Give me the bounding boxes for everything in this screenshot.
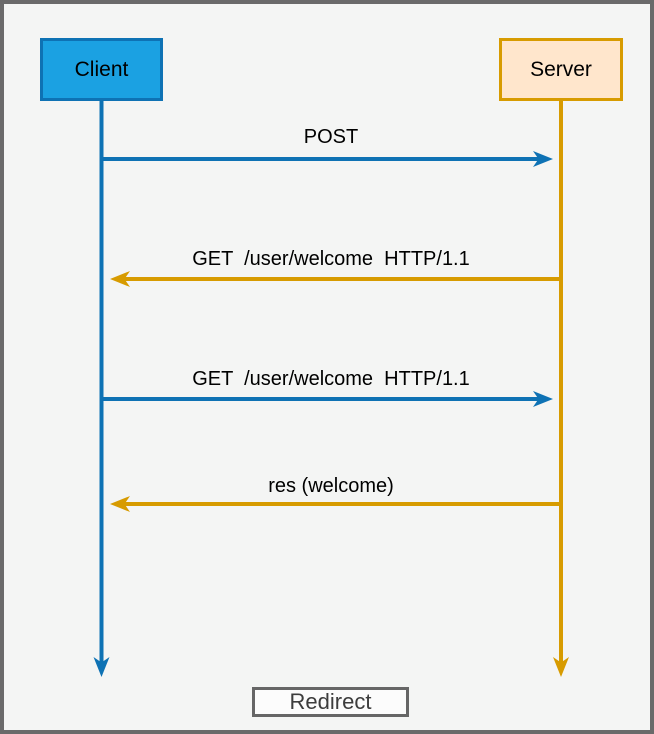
message-label-post: POST [303, 126, 359, 148]
redirect-caption-box: Redirect [252, 687, 409, 717]
message-label-get-request: GET /user/welcome HTTP/1.1 [192, 368, 470, 390]
server-lifeline-arrowhead-icon [553, 657, 569, 677]
client-lifeline-arrowhead-icon [93, 657, 110, 677]
message-get-request-arrowhead-icon [533, 391, 553, 407]
message-label-get-redirect: GET /user/welcome HTTP/1.1 [192, 248, 470, 270]
actor-label-server: Server [530, 57, 592, 81]
sequence-diagram-svg [93, 101, 569, 677]
actor-box-client: Client [40, 38, 163, 101]
message-label-response: res (welcome) [268, 475, 394, 497]
actor-label-client: Client [74, 57, 129, 81]
message-get-redirect-arrowhead-icon [110, 271, 130, 287]
actor-box-server: Server [499, 38, 623, 101]
message-response-arrowhead-icon [110, 496, 130, 512]
message-post-arrowhead-icon [533, 151, 553, 167]
redirect-caption-label: Redirect [289, 689, 372, 714]
